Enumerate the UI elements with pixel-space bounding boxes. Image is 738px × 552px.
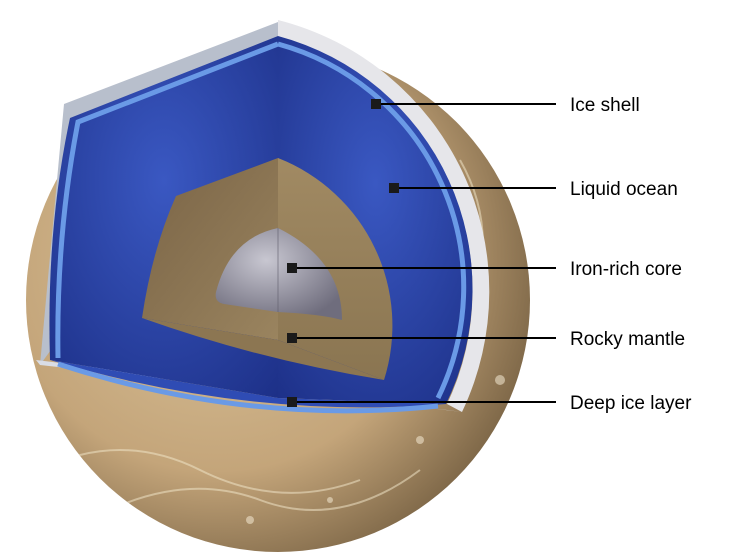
marker-deep-ice-layer bbox=[287, 397, 297, 407]
label-ice-shell: Ice shell bbox=[570, 95, 640, 116]
label-rocky-mantle: Rocky mantle bbox=[570, 329, 685, 350]
label-iron-rich-core: Iron-rich core bbox=[570, 259, 682, 280]
label-liquid-ocean: Liquid ocean bbox=[570, 179, 678, 200]
marker-rocky-mantle bbox=[287, 333, 297, 343]
marker-iron-rich-core bbox=[287, 263, 297, 273]
marker-liquid-ocean bbox=[389, 183, 399, 193]
marker-ice-shell bbox=[371, 99, 381, 109]
label-deep-ice-layer: Deep ice layer bbox=[570, 393, 692, 414]
